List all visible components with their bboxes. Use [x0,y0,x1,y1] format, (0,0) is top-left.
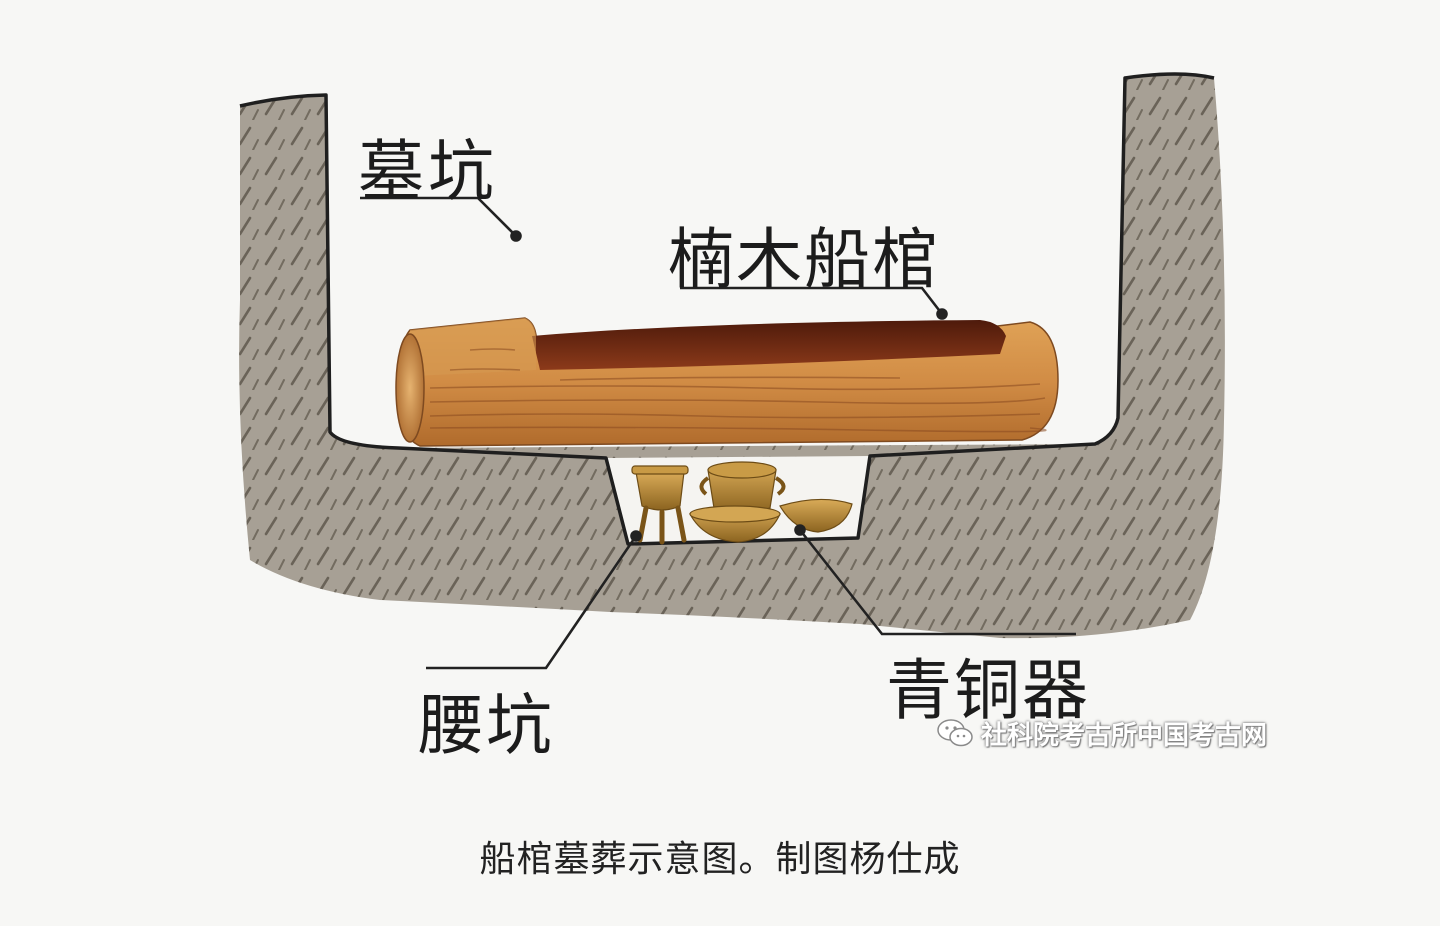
leader-waist-pit [426,535,638,670]
label-boat-coffin: 楠木船棺 [668,221,940,298]
nanmu-boat-coffin [395,317,1059,447]
watermark-text: 社科院考古所中国考古网 [981,720,1268,751]
watermark: 社科院考古所中国考古网 [935,716,1268,751]
leader-lines [360,196,1076,670]
bronze-handled-cup [699,461,786,513]
bronze-vessels [631,461,853,545]
leader-coffin [680,286,944,315]
bronze-bowl [689,505,781,543]
wechat-icon [937,719,973,747]
bronze-tripod-vessel [631,465,689,545]
label-bronzes: 青铜器 [886,652,1090,729]
leader-bronzes [798,529,1076,636]
figure-caption: 船棺墓葬示意图。制图杨仕成 [479,839,961,880]
label-waist-pit: 腰坑 [418,687,554,764]
label-tomb-pit: 墓坑 [358,133,498,210]
leader-tomb-pit [360,196,517,237]
